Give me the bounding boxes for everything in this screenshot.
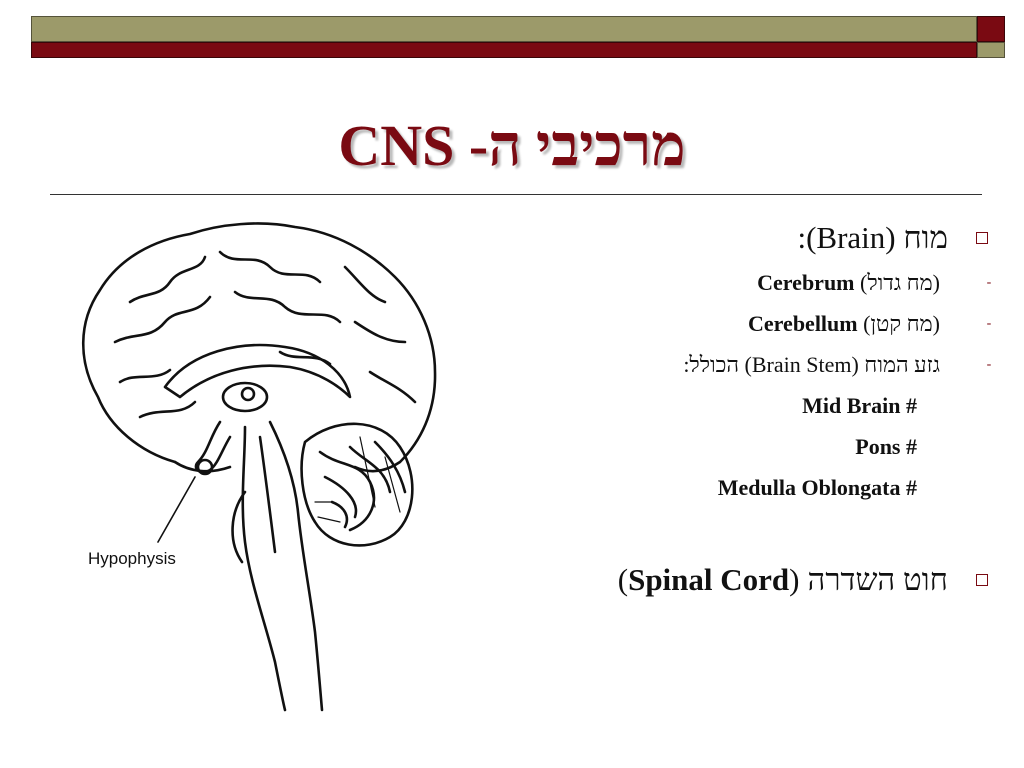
spinal-bold: Spinal Cord: [628, 562, 790, 597]
brain-sagittal-illustration: Hypophysis: [82, 222, 437, 712]
brain-diagram: Hypophysis: [70, 212, 450, 717]
paren-left: (: [617, 562, 629, 597]
sub-item-cerebrum: - Cerebrum (מח גדול): [757, 270, 994, 296]
square-bullet-icon: [976, 232, 988, 244]
bullet-brain-text: מוח (Brain):: [797, 220, 948, 255]
stem-part-text: Pons #: [855, 434, 917, 459]
hypophysis-label: Hypophysis: [88, 549, 176, 568]
square-bullet-icon: [976, 574, 988, 586]
sub-item-brainstem: - גזע המוח (Brain Stem) הכולל:: [683, 352, 994, 378]
title-divider: [50, 194, 982, 195]
stem-part-pons: Pons #: [855, 434, 917, 460]
sub-item-bold: Cerebellum: [748, 311, 858, 336]
header-band-olive: [31, 16, 977, 42]
paren-right: ): [789, 562, 800, 597]
dash-bullet-icon: -: [986, 316, 992, 331]
stem-part-text: Mid Brain #: [802, 393, 917, 418]
sub-item-rest: (מח קטן): [857, 311, 940, 336]
sub-item-cerebellum: - Cerebellum (מח קטן): [748, 311, 994, 337]
stem-part-text: Medulla Oblongata #: [717, 475, 917, 500]
header-square-olive: [977, 42, 1005, 58]
bullet-spinal-text: ) (Spinal Cord)חוט השדרה: [618, 562, 948, 598]
sub-item-rest: (מח גדול): [854, 270, 940, 295]
sub-item-text: גזע המוח (Brain Stem) הכולל:: [683, 352, 940, 377]
dash-bullet-icon: -: [986, 357, 992, 372]
header-square-red: [977, 16, 1005, 42]
stem-part-midbrain: Mid Brain #: [802, 393, 917, 419]
dash-bullet-icon: -: [986, 275, 992, 290]
stem-part-medulla: Medulla Oblongata #: [718, 475, 917, 501]
bullet-spinal-cord: ) (Spinal Cord)חוט השדרה: [618, 562, 988, 598]
header-band-red: [31, 42, 977, 58]
spinal-hebrew: חוט השדרה: [807, 562, 949, 597]
sub-item-bold: Cerebrum: [757, 270, 855, 295]
slide-title: מרכיבי ה- CNS: [338, 113, 686, 178]
sub-item-text: Cerebrum (מח גדול): [757, 270, 940, 296]
sub-item-text: Cerebellum (מח קטן): [748, 311, 940, 337]
bullet-brain: מוח (Brain):: [797, 220, 988, 256]
